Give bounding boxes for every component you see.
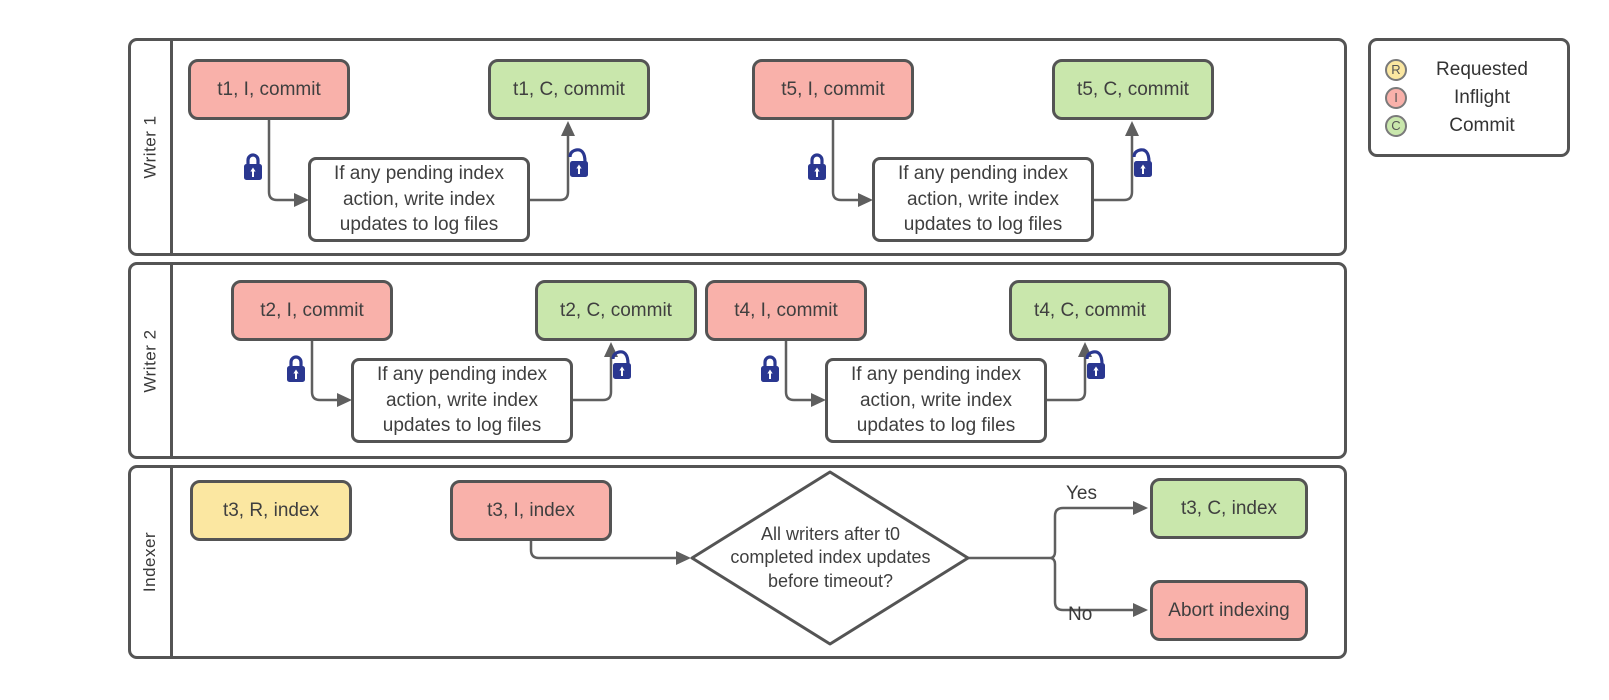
open-lock-icon xyxy=(1132,148,1152,177)
node-t4-process-note: If any pending index action, write index… xyxy=(825,358,1047,443)
lane-header-indexer: Indexer xyxy=(131,468,173,656)
node-t5-inflight: t5, I, commit xyxy=(752,59,914,120)
node-t2-commit: t2, C, commit xyxy=(535,280,697,341)
connector-t2-inflight-to-process xyxy=(310,341,337,402)
node-t5-process-note: If any pending index action, write index… xyxy=(872,157,1094,242)
connector-t3-inflight-to-decision xyxy=(529,541,676,560)
legend-label-commit: Commit xyxy=(1449,114,1515,136)
closed-lock-icon xyxy=(244,153,262,180)
decision-diamond xyxy=(690,470,970,646)
arrowhead xyxy=(1133,501,1148,515)
inflight-badge-icon: I xyxy=(1385,86,1407,109)
lane-header-writer-1: Writer 1 xyxy=(131,41,173,253)
node-abort-indexing: Abort indexing xyxy=(1150,580,1308,641)
node-t2-inflight: t2, I, commit xyxy=(231,280,393,341)
connector-t1-process-to-commit xyxy=(530,135,570,202)
node-t3-inflight: t3, I, index xyxy=(450,480,612,541)
node-t3-requested: t3, R, index xyxy=(190,480,352,541)
connector-yes-branch xyxy=(1050,506,1133,560)
requested-badge-icon: R xyxy=(1385,58,1407,81)
open-lock-icon xyxy=(1085,350,1105,379)
arrowhead xyxy=(1133,603,1148,617)
node-t4-inflight: t4, I, commit xyxy=(705,280,867,341)
label-no: No xyxy=(1068,604,1093,625)
arrowhead xyxy=(561,121,575,136)
connector-t2-process-to-commit xyxy=(573,356,613,402)
connector-t5-inflight-to-process xyxy=(831,120,858,202)
arrowhead xyxy=(676,551,691,565)
connector-no-branch xyxy=(1050,556,1133,612)
legend-item-inflight: I Inflight xyxy=(1385,84,1557,112)
connector-t4-process-to-commit xyxy=(1047,356,1087,402)
arrowhead xyxy=(294,193,309,207)
arrowhead xyxy=(858,193,873,207)
closed-lock-icon xyxy=(287,355,305,382)
node-t1-process-note: If any pending index action, write index… xyxy=(308,157,530,242)
arrowhead xyxy=(1125,121,1139,136)
node-t3-commit: t3, C, index xyxy=(1150,478,1308,539)
connector-t5-process-to-commit xyxy=(1094,135,1134,202)
open-lock-icon xyxy=(568,148,588,177)
arrowhead xyxy=(337,393,352,407)
closed-lock-icon xyxy=(808,153,826,180)
label-yes: Yes xyxy=(1066,483,1097,504)
decision-text: All writers after t0 completed index upd… xyxy=(730,523,931,591)
arrowhead xyxy=(811,393,826,407)
connector-t4-inflight-to-process xyxy=(784,341,811,402)
node-t2-process-note: If any pending index action, write index… xyxy=(351,358,573,443)
legend-item-commit: C Commit xyxy=(1385,112,1557,140)
closed-lock-icon xyxy=(761,355,779,382)
legend-label-requested: Requested xyxy=(1436,58,1528,80)
legend-label-inflight: Inflight xyxy=(1454,86,1510,108)
node-t1-inflight: t1, I, commit xyxy=(188,59,350,120)
commit-badge-icon: C xyxy=(1385,114,1407,137)
open-lock-icon xyxy=(611,350,631,379)
node-t4-commit: t4, C, commit xyxy=(1009,280,1171,341)
lane-header-writer-2: Writer 2 xyxy=(131,265,173,456)
node-t1-commit: t1, C, commit xyxy=(488,59,650,120)
node-t5-commit: t5, C, commit xyxy=(1052,59,1214,120)
connector-t1-inflight-to-process xyxy=(267,120,294,202)
legend: R Requested I Inflight C Commit xyxy=(1368,38,1570,157)
legend-item-requested: R Requested xyxy=(1385,56,1557,84)
